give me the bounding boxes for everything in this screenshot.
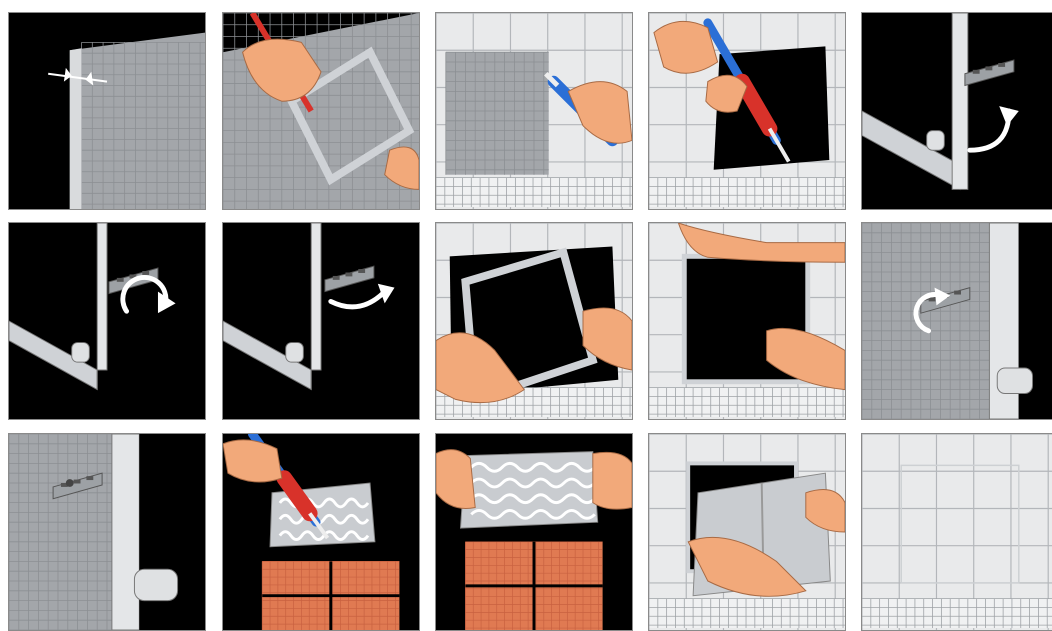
clip-screwed-icon — [9, 434, 205, 630]
step-panel-5 — [861, 12, 1052, 210]
hand-left — [242, 38, 322, 102]
step-panel-3 — [435, 12, 633, 210]
floor-grid — [436, 177, 632, 208]
mosaic-panel — [69, 32, 205, 209]
frame-lug — [926, 130, 945, 151]
access-frame — [223, 223, 322, 391]
clip-bracket — [324, 265, 375, 293]
hand-right — [592, 451, 632, 510]
clip-swing-arrow-icon — [223, 223, 419, 419]
hidden-access-panel — [900, 464, 1020, 584]
knife-cutting-mosaic-icon — [436, 13, 632, 209]
frame-in-opening-icon — [649, 223, 845, 419]
knife-blade — [544, 72, 560, 88]
panel-edge — [69, 48, 82, 209]
floor-grid — [862, 598, 1052, 629]
step-panel-13 — [435, 433, 633, 631]
step-panel-10 — [861, 222, 1052, 420]
mosaic-panel — [9, 434, 127, 630]
thickness-arrow-left — [63, 67, 72, 82]
hand-lower — [705, 74, 748, 113]
hand — [567, 81, 632, 144]
floor-grid — [649, 387, 845, 418]
floor-tiles — [465, 541, 603, 630]
access-frame — [286, 46, 415, 186]
step-panel-6 — [8, 222, 206, 420]
hand-upper — [805, 489, 845, 533]
frame-lug — [133, 568, 179, 602]
circular-arrow — [120, 275, 176, 314]
adhesive-on-plate-icon — [223, 434, 419, 630]
insert-cover-plate-icon — [649, 434, 845, 630]
clip-bracket — [52, 472, 103, 500]
floor-tiles — [261, 561, 400, 630]
floor-grid — [649, 598, 845, 629]
rotate-arrow — [913, 287, 951, 334]
floor-grid — [649, 177, 845, 208]
hand — [223, 439, 283, 483]
step-panel-9 — [648, 222, 846, 420]
screw — [65, 479, 74, 487]
swing-arrow — [328, 283, 395, 310]
step-panel-11 — [8, 433, 206, 631]
caulk-gun-opening-icon — [649, 13, 845, 209]
step-panel-15 — [861, 433, 1052, 631]
hand-bottom — [766, 327, 845, 391]
step-panel-1 — [8, 12, 206, 210]
hand-upper — [653, 21, 719, 74]
hand-top — [677, 223, 845, 263]
step-panel-4 — [648, 12, 846, 210]
hand-lower — [687, 536, 807, 597]
insert-frame-hands-icon — [436, 223, 632, 419]
step-panel-14 — [648, 433, 846, 631]
clip-fixed-wall-icon — [862, 223, 1052, 419]
rotate-arrow — [967, 106, 1019, 153]
clip-rotate-arrow-icon — [862, 13, 1052, 209]
thickness-line — [48, 72, 108, 83]
clip-bracket — [964, 59, 1015, 87]
mosaic-panel-thickness-icon — [9, 13, 205, 209]
frame-lug — [996, 367, 1034, 395]
mosaic-panel — [445, 51, 549, 175]
step-panel-12 — [222, 433, 420, 631]
frame-upright — [951, 13, 969, 190]
hand-right — [384, 146, 419, 190]
plate-tile-adhesive-icon — [436, 434, 632, 630]
clip-circular-rotate-icon — [9, 223, 205, 419]
thickness-arrow-right — [85, 71, 94, 86]
mosaic-panel — [862, 223, 1010, 419]
pencil-marking-frame-icon — [223, 13, 419, 209]
access-frame — [9, 223, 108, 391]
step-panel-8 — [435, 222, 633, 420]
step-panel-7 — [222, 222, 420, 420]
step-panel-2 — [222, 12, 420, 210]
hand-left — [436, 449, 476, 509]
hand-left — [436, 332, 525, 404]
frame-upright — [111, 434, 140, 630]
hand-right — [582, 307, 632, 371]
finished-tiled-wall-icon — [862, 434, 1052, 630]
adhesive-beads — [470, 461, 596, 520]
